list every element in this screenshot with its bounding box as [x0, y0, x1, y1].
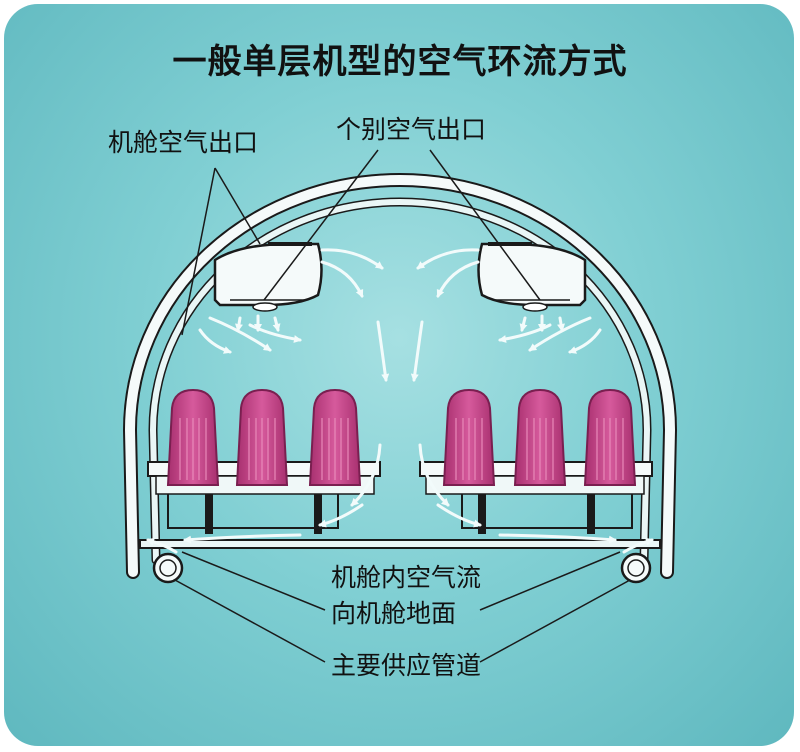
- overhead-bin-left: [213, 242, 323, 312]
- label-cabin-air-outlet: 机舱空气出口: [108, 128, 259, 157]
- seat: [235, 388, 289, 486]
- label-floor-airflow: 机舱内空气流 向机舱地面: [331, 560, 481, 632]
- seat: [583, 388, 637, 486]
- seat: [166, 388, 220, 486]
- label-individual-air-outlet: 个别空气出口: [336, 115, 487, 144]
- cabin-floor: [139, 539, 661, 549]
- seat: [513, 388, 567, 486]
- fuselage-shell: [122, 173, 678, 579]
- diagram-title: 一般单层机型的空气环流方式: [172, 42, 628, 82]
- seat: [442, 388, 496, 486]
- label-floor-airflow-line2: 向机舱地面: [331, 599, 457, 628]
- seat: [308, 388, 362, 486]
- leader-lines: [174, 149, 631, 663]
- label-main-supply-duct: 主要供应管道: [331, 651, 482, 680]
- airflow-arrows: [146, 248, 654, 554]
- supply-duct-left: [152, 552, 184, 584]
- label-floor-airflow-line1: 机舱内空气流: [331, 563, 482, 592]
- overhead-bin-right: [477, 242, 587, 312]
- supply-duct-right: [620, 552, 652, 584]
